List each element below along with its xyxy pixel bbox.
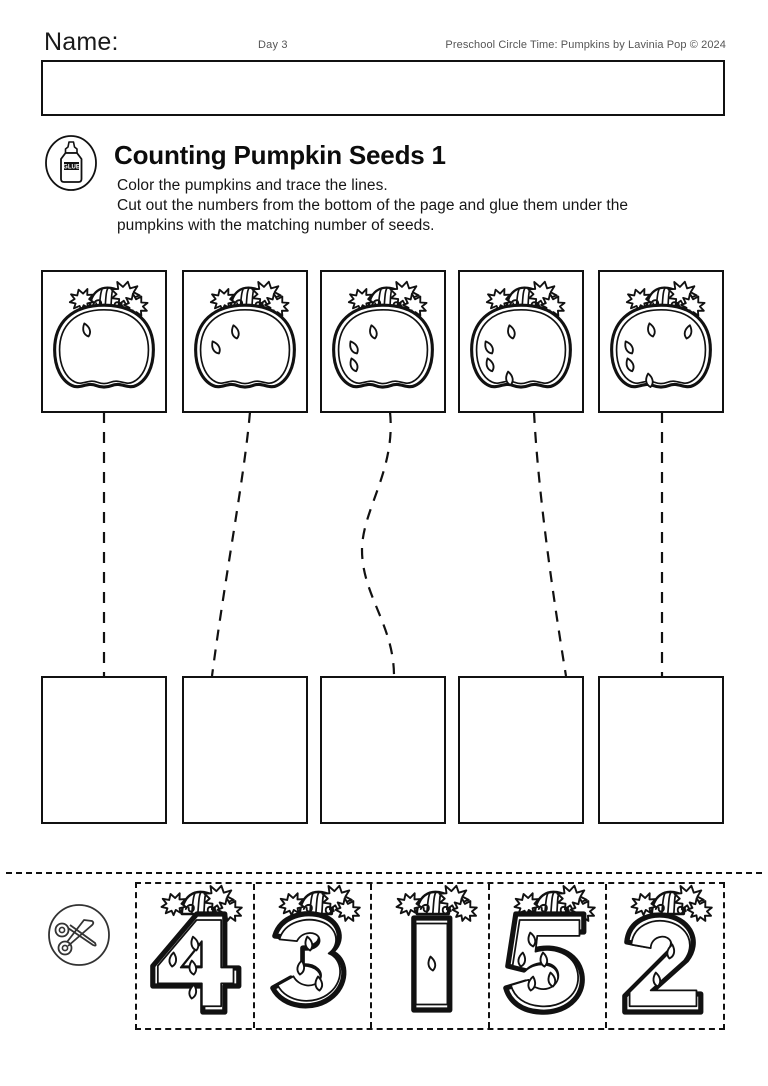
trace-lines-layer — [0, 400, 768, 690]
number-tile-1[interactable] — [372, 884, 490, 1028]
glue-bottle-icon: GLUE — [44, 134, 98, 192]
pumpkin-5-art — [600, 272, 722, 411]
pumpkin-1-art — [43, 272, 165, 411]
pumpkin-3-art — [322, 272, 444, 411]
cut-line-divider — [6, 872, 762, 874]
pumpkin-2-art — [184, 272, 306, 411]
trace-line-3 — [360, 411, 396, 677]
pumpkin-box-5 — [598, 270, 724, 413]
pumpkin-box-3 — [320, 270, 446, 413]
answer-box-5[interactable] — [598, 676, 724, 824]
day-label: Day 3 — [258, 39, 288, 51]
pumpkin-box-2 — [182, 270, 308, 413]
svg-text:GLUE: GLUE — [63, 164, 80, 170]
number-tile-5[interactable] — [490, 884, 608, 1028]
answer-box-3[interactable] — [320, 676, 446, 824]
answer-box-4[interactable] — [458, 676, 584, 824]
pumpkin-box-4 — [458, 270, 584, 413]
number-tile-strip — [135, 882, 725, 1030]
scissors-icon — [46, 902, 112, 968]
name-input-box[interactable] — [41, 60, 725, 116]
pumpkin-4-art — [460, 272, 582, 411]
instruction-line-1: Color the pumpkins and trace the lines. — [117, 177, 388, 194]
page-title: Counting Pumpkin Seeds 1 — [114, 140, 446, 170]
answer-box-2[interactable] — [182, 676, 308, 824]
number-tile-3[interactable] — [255, 884, 373, 1028]
number-tile-4[interactable] — [137, 884, 255, 1028]
instruction-line-2: Cut out the numbers from the bottom of t… — [117, 197, 629, 214]
pumpkin-box-1 — [41, 270, 167, 413]
name-label: Name: — [44, 28, 119, 56]
credit-label: Preschool Circle Time: Pumpkins by Lavin… — [445, 39, 726, 51]
answer-box-1[interactable] — [41, 676, 167, 824]
instructions: Color the pumpkins and trace the lines. … — [117, 176, 717, 236]
number-tile-2[interactable] — [607, 884, 723, 1028]
trace-line-2 — [210, 411, 252, 677]
instruction-line-3: pumpkins with the matching number of see… — [117, 217, 435, 234]
trace-line-4 — [532, 411, 568, 677]
